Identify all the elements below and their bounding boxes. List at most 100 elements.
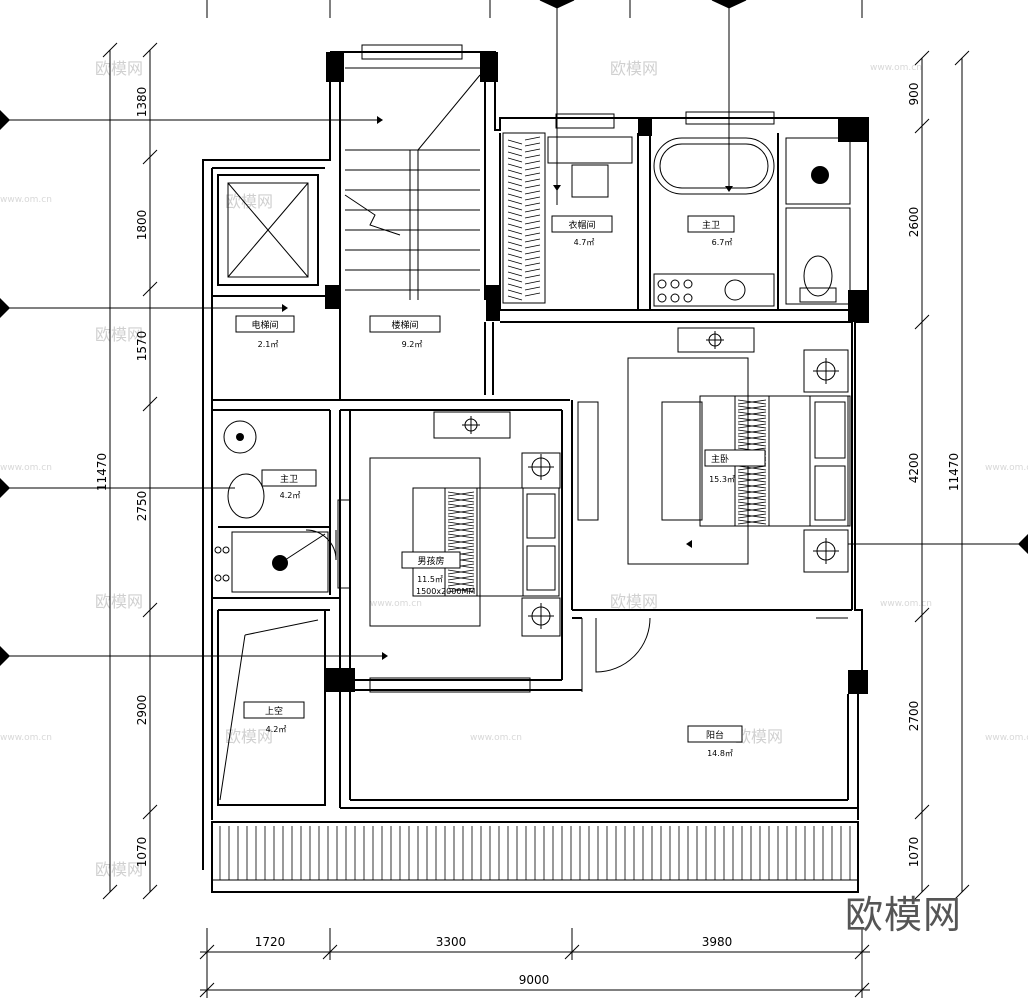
dim-right-3: 4200 xyxy=(907,453,921,484)
svg-text:4.2㎡: 4.2㎡ xyxy=(266,725,287,734)
room-label-stair-hall: 楼梯间 9.2㎡ xyxy=(369,315,441,349)
hatch-line xyxy=(524,286,541,291)
svg-text:4.7㎡: 4.7㎡ xyxy=(574,238,595,247)
hatch-line xyxy=(507,241,523,247)
svg-text:主卫: 主卫 xyxy=(280,473,298,485)
hatch-line xyxy=(507,247,523,253)
axis-pointers xyxy=(282,116,733,660)
hatch-line xyxy=(507,229,523,235)
room-label-elevator-hall: 电梯间 2.1㎡ xyxy=(235,315,295,349)
dim-bottom-1: 1720 xyxy=(255,935,286,949)
bed-size-note: 1500x2000MM xyxy=(416,587,475,596)
hatch-line xyxy=(524,148,541,153)
hatch-line xyxy=(507,193,523,199)
watermark-url: www.om.cn xyxy=(470,733,522,743)
hatch-line xyxy=(524,292,541,297)
hatch-line xyxy=(737,411,767,417)
hatch-line xyxy=(507,289,523,295)
hatch-line xyxy=(507,223,523,229)
hatch-line xyxy=(507,217,523,223)
room-labels: 电梯间 2.1㎡ 楼梯间 9.2㎡ 衣帽间 4.7㎡ 主卫 6.7㎡ 主卧 15… xyxy=(235,215,766,758)
room-label-walk-in-closet: 衣帽间 4.7㎡ xyxy=(551,215,613,247)
hatch-line xyxy=(507,139,523,145)
dim-left-2: 1800 xyxy=(135,210,149,241)
hatch-line xyxy=(507,283,523,289)
hatch-line xyxy=(524,262,541,267)
svg-text:15.3㎡: 15.3㎡ xyxy=(709,475,735,484)
svg-text:主卧: 主卧 xyxy=(711,453,729,465)
bottom-dimensions: 1720 3300 3980 9000 xyxy=(199,928,870,998)
left-axis-markers xyxy=(0,110,385,666)
hatch-line xyxy=(737,477,767,483)
dim-right-total: 11470 xyxy=(947,453,961,491)
room-label-master-bath: 主卫 6.7㎡ xyxy=(687,215,735,247)
hatch-line xyxy=(507,295,523,301)
light-fixtures xyxy=(462,331,839,629)
light-icon xyxy=(813,538,839,564)
hatch-line xyxy=(447,533,475,539)
hatch-line xyxy=(507,205,523,211)
hatch-line xyxy=(737,465,767,471)
watermark-url: www.om.cn xyxy=(880,599,932,609)
hatch-line xyxy=(447,491,475,497)
hatch-line xyxy=(507,175,523,181)
hatch-line xyxy=(524,226,541,231)
hatch-line xyxy=(507,157,523,163)
closet-rails xyxy=(502,125,633,304)
svg-text:衣帽间: 衣帽间 xyxy=(568,219,595,231)
hatch-line xyxy=(447,539,475,545)
watermark: 欧模网 xyxy=(735,727,783,746)
watermark: 欧模网 xyxy=(95,592,143,611)
dim-right-2: 2600 xyxy=(907,207,921,238)
light-icon xyxy=(813,358,839,384)
dim-bottom-total: 9000 xyxy=(519,973,550,987)
hatch-line xyxy=(507,181,523,187)
watermark-url: www.om.cn xyxy=(0,463,52,473)
svg-text:男孩房: 男孩房 xyxy=(417,555,444,567)
hatch-line xyxy=(524,196,541,201)
hatch-line xyxy=(507,265,523,271)
dim-left-total: 11470 xyxy=(95,453,109,491)
hatch-line xyxy=(524,178,541,183)
master-bedroom-furniture xyxy=(627,327,851,573)
hatch-line xyxy=(447,575,475,581)
svg-text:主卫: 主卫 xyxy=(702,219,720,231)
hatch-line xyxy=(524,244,541,249)
dim-left-6: 1070 xyxy=(135,837,149,868)
hatch-line xyxy=(447,527,475,533)
hatch-line xyxy=(507,199,523,205)
hatch-line xyxy=(737,417,767,423)
dim-left-3: 1570 xyxy=(135,331,149,362)
hatch-line xyxy=(507,163,523,169)
watermark: 欧模网 xyxy=(95,59,143,78)
hatch-line xyxy=(524,268,541,273)
hatch-line xyxy=(737,513,767,519)
svg-text:上空: 上空 xyxy=(265,705,283,717)
hatch-line xyxy=(524,208,541,213)
hatch-line xyxy=(447,503,475,509)
hatch-line xyxy=(447,545,475,551)
watermark-url: www.om.cn xyxy=(370,599,422,609)
hatch-line xyxy=(507,169,523,175)
svg-text:9.2㎡: 9.2㎡ xyxy=(402,340,423,349)
light-icon xyxy=(706,331,724,349)
bath2-fixtures xyxy=(214,420,329,593)
svg-text:11.5㎡: 11.5㎡ xyxy=(417,575,443,584)
hatch-line xyxy=(524,214,541,219)
room-label-master-bedroom: 主卧 15.3㎡ xyxy=(704,449,766,484)
hatch-line xyxy=(524,238,541,243)
hatch-line xyxy=(524,250,541,255)
light-icon xyxy=(528,603,554,629)
watermark-url: www.om.cn xyxy=(985,733,1028,743)
top-axis xyxy=(206,0,863,190)
hatch-line xyxy=(737,423,767,429)
dim-bottom-2: 3300 xyxy=(436,935,467,949)
watermark: 欧模网 xyxy=(225,727,273,746)
hatch-line xyxy=(447,521,475,527)
hatch-line xyxy=(524,190,541,195)
hatch-line xyxy=(737,429,767,435)
hatch-line xyxy=(507,271,523,277)
svg-text:电梯间: 电梯间 xyxy=(251,319,278,331)
svg-text:6.7㎡: 6.7㎡ xyxy=(712,238,733,247)
room-label-void: 上空 4.2㎡ xyxy=(243,701,305,734)
